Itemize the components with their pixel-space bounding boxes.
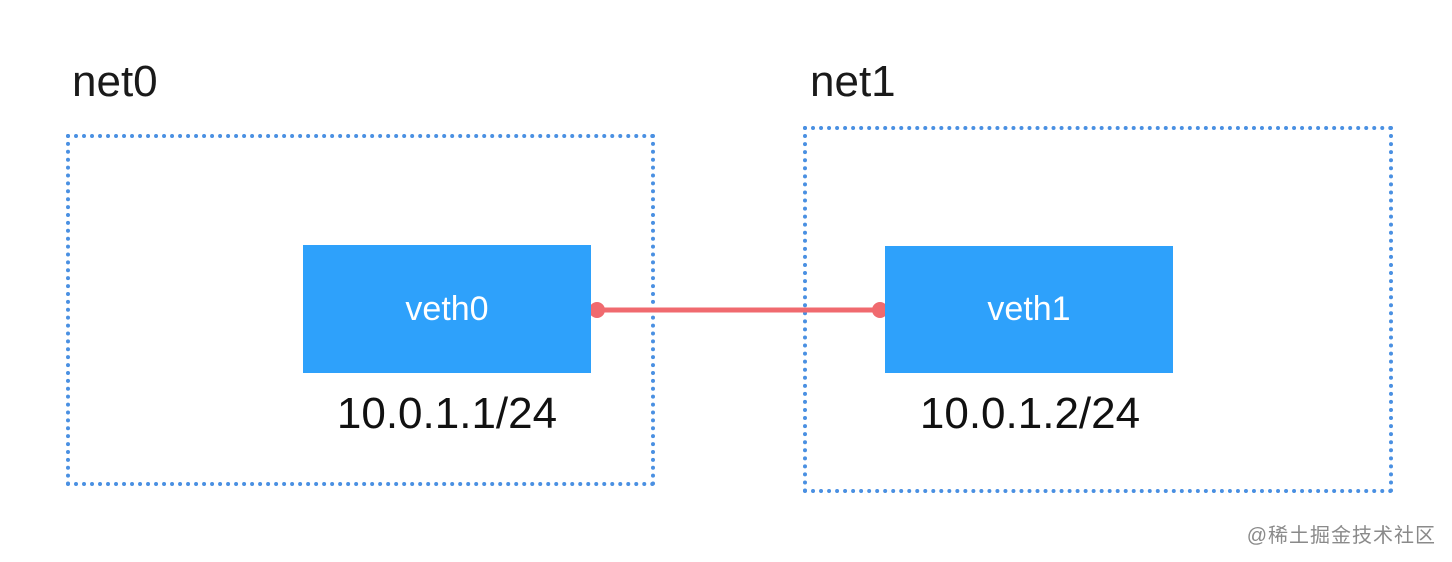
link-endpoint-veth0 (589, 302, 605, 318)
namespace-label-net1: net1 (810, 57, 896, 106)
veth0-box: veth0 (303, 245, 591, 373)
veth1-label: veth1 (987, 290, 1071, 328)
namespace-label-net0: net0 (72, 57, 158, 106)
link-endpoint-veth1 (872, 302, 888, 318)
veth1-ip: 10.0.1.2/24 (919, 389, 1141, 438)
veth0-ip: 10.0.1.1/24 (336, 389, 558, 438)
veth1-box: veth1 (885, 246, 1173, 373)
veth0-label: veth0 (405, 289, 489, 328)
watermark-text: @稀土掘金技术社区 (1246, 525, 1436, 547)
